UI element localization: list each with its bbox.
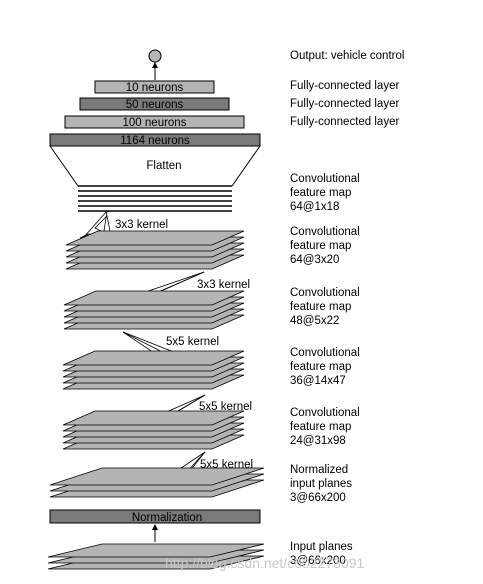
normalization-label: Normalization (132, 512, 202, 524)
input-label: Input planes 3@66x200 (290, 541, 356, 567)
kernel-label: 3x3 kernel (197, 279, 250, 291)
fc-layer-50: 50 neurons Fully-connected layer (79, 97, 399, 111)
watermark-text: http://blog.csdn.net/c602273091 (165, 555, 364, 571)
feature-map-64-3x20 (65, 230, 245, 270)
feature-map-36-14x47 (62, 350, 245, 390)
feature-map-64-1x18 (78, 185, 232, 212)
conv-label-64-3x20: Convolutional feature map 64@3x20 (290, 226, 363, 266)
normalization-layer: Normalization (49, 509, 261, 524)
output-node (148, 49, 162, 63)
flatten-label: Flatten (146, 160, 181, 172)
input-planes (47, 543, 265, 570)
conv-label-24-31x98: Convolutional feature map 24@31x98 (290, 407, 363, 447)
fc-box-label: 100 neurons (123, 117, 187, 129)
fc-layer-label: Fully-connected layer (290, 98, 399, 110)
kernel-label: 5x5 kernel (199, 401, 252, 413)
fc-box-label: 10 neurons (126, 82, 184, 94)
conv-label-36-14x47: Convolutional feature map 36@14x47 (290, 347, 363, 387)
fc-layer-label: Fully-connected layer (290, 80, 399, 92)
conv-label-64-1x18: Convolutional feature map 64@1x18 (290, 173, 363, 213)
feature-map-48-5x22 (63, 290, 245, 330)
kernel-label: 3x3 kernel (115, 219, 168, 231)
normalized-label: Normalized input planes 3@66x200 (290, 464, 355, 504)
fc-box-label: 50 neurons (126, 99, 184, 111)
kernel-label: 5x5 kernel (166, 336, 219, 348)
fc-layer-100: 100 neurons Fully-connected layer (64, 115, 399, 129)
conv-label-48-5x22: Convolutional feature map 48@5x22 (290, 287, 363, 327)
fc-layer-label: Fully-connected layer (290, 116, 399, 128)
output-label: Output: vehicle control (290, 50, 404, 62)
flatten-block: Flatten (49, 145, 261, 187)
fc-layer-1164: 1164 neurons (49, 133, 261, 147)
fc-box-label: 1164 neurons (120, 135, 190, 147)
normalized-input-planes (49, 467, 265, 498)
feature-map-24-31x98 (62, 410, 245, 450)
fc-layer-10: 10 neurons Fully-connected layer (94, 80, 399, 94)
